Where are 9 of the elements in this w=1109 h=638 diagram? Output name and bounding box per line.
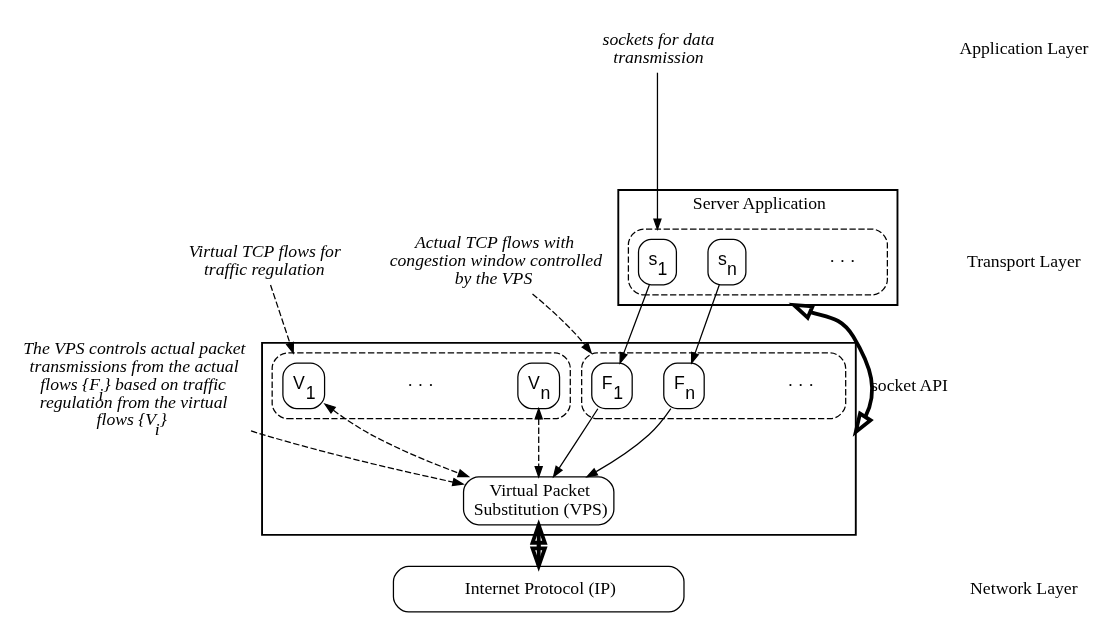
label: Application Layer — [959, 37, 1089, 58]
node-text: Actual TCP flows with congestion window controlled by the VPS — [389, 231, 603, 288]
label: Transport Layer — [966, 250, 1081, 271]
label: · · · — [829, 250, 856, 271]
node-text: Virtual TCP flows for traffic regulation — [188, 240, 341, 279]
label: Network Layer — [970, 577, 1078, 598]
label: · · · — [407, 374, 434, 394]
node-text: sockets for data transmission — [602, 28, 715, 67]
label: · · · — [787, 374, 815, 394]
